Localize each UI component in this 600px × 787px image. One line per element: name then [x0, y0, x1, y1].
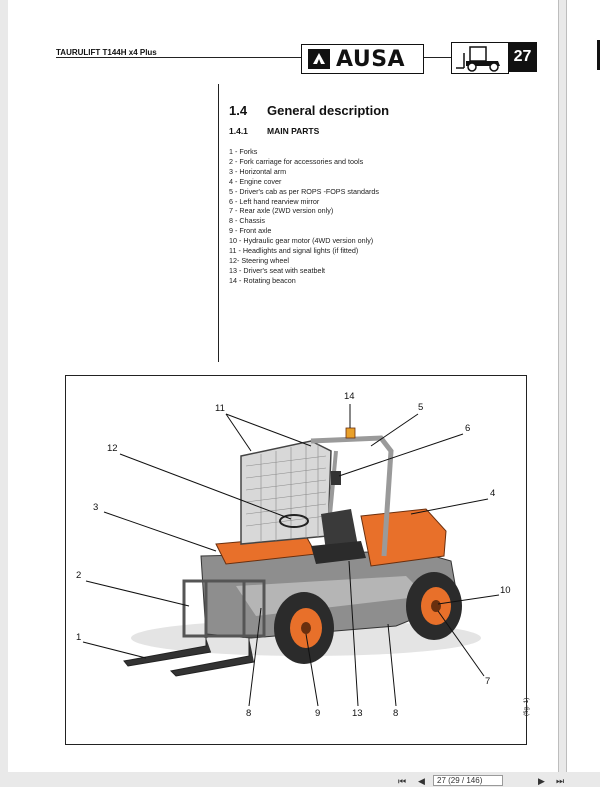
cab-mesh-grid	[245, 444, 327, 542]
parts-list-item: 5 - Driver's cab as per ROPS -FOPS stand…	[229, 186, 379, 196]
parts-list-item: 11 - Headlights and signal lights (if fi…	[229, 246, 359, 256]
section-number: 1.4	[229, 103, 248, 118]
text-column-rule	[218, 84, 219, 362]
callout-11: 11	[215, 403, 225, 414]
roll-cage-frame	[310, 435, 394, 557]
fork-right-shape	[169, 638, 255, 677]
section-title: 1.4 General description	[229, 103, 389, 118]
parts-list-item: 1 - Forks	[229, 147, 258, 156]
header-rule-left	[56, 57, 301, 58]
ausa-logo-mark-icon	[308, 49, 330, 69]
page-number: 27	[508, 42, 537, 72]
callout-leader-lines	[82, 404, 500, 707]
callout-8-right: 8	[393, 708, 398, 719]
callout-13: 13	[352, 708, 363, 719]
cab-mesh-shape	[240, 440, 332, 545]
callout-10: 10	[500, 585, 511, 596]
callout-4: 4	[490, 488, 495, 499]
parts-list-item: 10 - Hydraulic gear motor (4WD version o…	[229, 236, 374, 246]
callout-6: 6	[465, 423, 470, 434]
seat-base-shape	[311, 541, 366, 564]
subsection-number: 1.4.1	[229, 126, 248, 136]
front-wheel-shape	[274, 592, 334, 664]
section-title-text: General description	[267, 103, 390, 118]
forklift-illustration: 14 11 5 6 12 4 3 2 10 1 7 8 9 13 8	[65, 375, 527, 745]
last-page-button[interactable]: ⏭	[556, 776, 565, 786]
callout-1: 1	[76, 632, 81, 643]
header-rule-middle	[422, 57, 451, 58]
parts-list: 1 - Forks 2 - Fork carriage for accessor…	[229, 147, 379, 286]
fork-carriage-shape	[182, 579, 266, 638]
logo-text: AUSA	[336, 46, 406, 72]
callout-8-left: 8	[246, 708, 251, 719]
previous-page-button[interactable]: ◀	[418, 776, 425, 786]
steering-wheel-shape	[279, 514, 309, 528]
next-page-edge	[566, 0, 600, 772]
parts-list-item: 7 - Rear axle (2WD version only)	[229, 206, 334, 216]
forklift-thumbnail-icon	[456, 46, 500, 72]
first-page-button[interactable]: ⏮	[398, 776, 407, 786]
document-title: TAURULIFT T144H x4 Plus	[56, 48, 157, 57]
callout-2: 2	[76, 570, 81, 581]
callout-9: 9	[315, 708, 320, 719]
ausa-logo: AUSA	[301, 44, 424, 74]
subsection-title-text: MAIN PARTS	[267, 126, 320, 136]
parts-list-item: 14 - Rotating beacon	[229, 275, 296, 285]
fork-left-shape	[123, 638, 212, 667]
beacon-shape	[345, 427, 356, 439]
subsection-title: 1.4.1 MAIN PARTS	[229, 126, 319, 136]
vehicle-thumbnail	[451, 42, 509, 74]
parts-list-item: 2 - Fork carriage for accessories and to…	[229, 156, 364, 166]
parts-list-item: 6 - Left hand rearview mirror	[229, 196, 320, 206]
mirror-shape	[331, 471, 341, 485]
parts-list-item: 4 - Engine cover	[229, 176, 282, 186]
next-page-header-mark	[597, 40, 600, 70]
next-page-button[interactable]: ▶	[538, 776, 545, 786]
engine-cover-shape	[360, 508, 447, 567]
parts-list-item: 9 - Front axle	[229, 226, 272, 236]
callout-3: 3	[93, 502, 98, 513]
forklift-diagram: 14 11 5 6 12 4 3 2 10 1 7 8 9 13 8	[76, 391, 511, 719]
parts-list-item: 8 - Chassis	[229, 216, 265, 226]
page-number-field[interactable]: 27 (29 / 146)	[433, 775, 503, 786]
parts-list-item: 3 - Horizontal arm	[229, 166, 287, 176]
figure-label: (fig. 1)	[523, 697, 530, 716]
callout-12: 12	[107, 443, 118, 454]
parts-list-item: 13 - Driver's seat with seatbelt	[229, 265, 326, 275]
seat-back-shape	[321, 509, 358, 551]
parts-list-item: 12- Steering wheel	[229, 255, 289, 265]
viewer-toolbar: ⏮ ◀ 27 (29 / 146) ▶ ⏭	[380, 775, 600, 787]
rear-wheel-shape	[406, 572, 462, 640]
callout-7: 7	[485, 676, 490, 687]
callout-14: 14	[344, 391, 355, 402]
callout-5: 5	[418, 402, 423, 413]
